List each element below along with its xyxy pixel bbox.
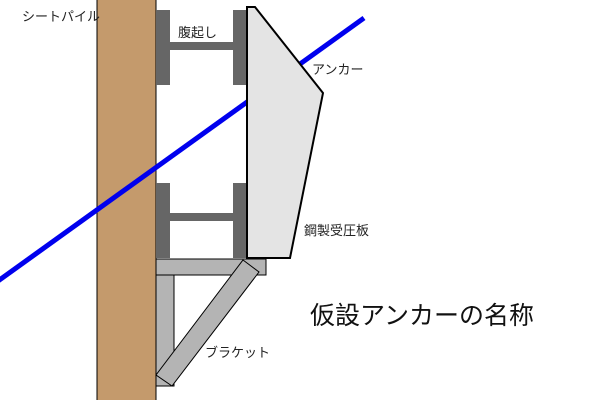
label-anchor: アンカー — [312, 63, 364, 78]
diagram-title: 仮設アンカーの名称 — [310, 301, 535, 330]
label-sheet-pile: シートパイル — [22, 10, 101, 25]
label-wale: 腹起し — [178, 26, 218, 41]
bracket — [155, 258, 267, 387]
sheet-pile — [96, 0, 157, 400]
anchor-line — [0, 15, 366, 283]
wale-upper — [156, 10, 247, 85]
label-bearing-plate: 鋼製受圧板 — [304, 224, 370, 239]
label-bracket: ブラケット — [205, 346, 271, 361]
steel-bearing-plate — [246, 6, 325, 259]
wale-lower — [156, 183, 247, 258]
